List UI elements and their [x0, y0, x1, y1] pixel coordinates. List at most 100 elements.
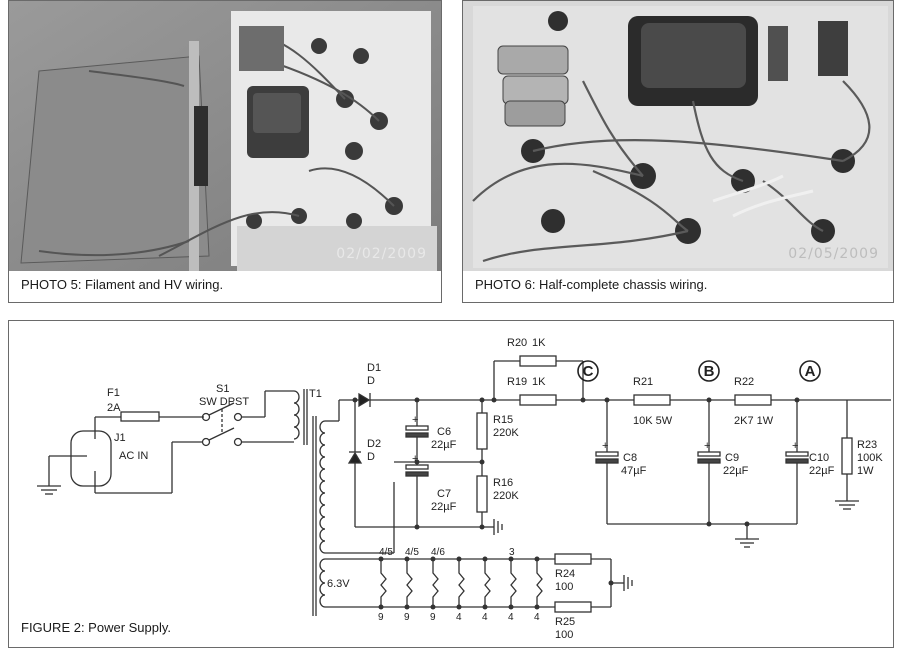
f1-ref-label: F1 [107, 387, 120, 399]
junction-dot [378, 604, 384, 610]
r22-value-label: 2K7 1W [734, 415, 774, 427]
resistor-r19-symbol [519, 394, 557, 406]
junction-dot [430, 556, 436, 562]
capacitor-c9-symbol [697, 451, 721, 457]
junction-dot [508, 604, 514, 610]
r22-ref-label: R22 [734, 376, 754, 388]
transformer-primary-coil [293, 390, 300, 440]
c7-ref-label: C7 [437, 488, 451, 500]
node-c-marker [577, 360, 599, 382]
r15-value-label: 220K [493, 427, 519, 439]
capacitor-c10-symbol [785, 451, 809, 457]
fuse-f1-symbol [120, 411, 160, 422]
diode-d1-symbol [358, 392, 371, 408]
photo-5-caption: PHOTO 5: Filament and HV wiring. [21, 277, 224, 292]
junction-dot [456, 604, 462, 610]
c6-value-label: 22µF [431, 439, 457, 451]
j1-value-label: AC IN [119, 450, 148, 462]
r16-ref-label: R16 [493, 477, 513, 489]
heater-filament [510, 559, 517, 607]
r20-ref-label: R20 [507, 337, 527, 349]
s1-value-label: SW DPST [199, 396, 249, 408]
transformer-hv-secondary-coil [319, 420, 326, 554]
r16-value-label: 220K [493, 490, 519, 502]
heater-filament [536, 559, 543, 607]
c7-value-label: 22µF [431, 501, 457, 513]
heater-bottom-pin-label: 4 [482, 612, 488, 623]
r19-ref-label: R19 [507, 376, 527, 388]
c10-value-label: 22µF [809, 465, 835, 477]
junction-dot [534, 556, 540, 562]
c7-plus-sign: + [412, 453, 418, 465]
resistor-r25-symbol [554, 601, 592, 613]
photo-6-date-stamp: 02/05/2009 [788, 246, 879, 262]
capacitor-c6-symbol [405, 425, 429, 431]
r19-value-label: 1K [532, 376, 546, 388]
c6-plus-sign: + [412, 414, 418, 426]
j1-ref-label: J1 [114, 432, 126, 444]
node-b-label: B [704, 363, 715, 380]
heater-filament [380, 559, 387, 607]
photo-6-image [463, 1, 893, 271]
resistor-r23-symbol [841, 437, 853, 475]
d2-ref-label: D2 [367, 438, 381, 450]
junction-dot [404, 604, 410, 610]
r15-ref-label: R15 [493, 414, 513, 426]
heater-top-pin-label: 3 [509, 547, 515, 558]
heater-top-pin-label: 4/5 [405, 547, 419, 558]
resistor-r20-symbol [519, 355, 557, 367]
c8-ref-label: C8 [623, 452, 637, 464]
c9-value-label: 22µF [723, 465, 749, 477]
c8-plus-sign: + [602, 440, 608, 452]
heater-top-pin-label: 4/5 [379, 547, 393, 558]
c9-ref-label: C9 [725, 452, 739, 464]
junction-dot [430, 604, 436, 610]
node-c-label: C [583, 363, 594, 380]
figure-2-caption: FIGURE 2: Power Supply. [21, 620, 172, 635]
c8-value-label: 47µF [621, 465, 647, 477]
resistor-r24-symbol [554, 553, 592, 565]
c6-ref-label: C6 [437, 426, 451, 438]
resistor-r22-symbol [734, 394, 772, 406]
heater-bottom-pin-label: 9 [378, 612, 384, 623]
capacitor-c7-symbol [405, 464, 429, 470]
heater-bottom-pin-label: 4 [508, 612, 514, 623]
photo-5-panel: 02/02/2009 PHOTO 5: Filament and HV wiri… [8, 0, 442, 303]
f1-value-label: 2A [107, 402, 121, 414]
heater-bottom-pin-label: 9 [404, 612, 410, 623]
heater-filament [406, 559, 413, 607]
heater-filament [458, 559, 465, 607]
photo-5-date-stamp: 02/02/2009 [336, 246, 427, 262]
r23-ref-label: R23 [857, 439, 877, 451]
junction-dot [534, 604, 540, 610]
r24-value-label: 100 [555, 581, 573, 593]
photo-6-panel: 02/05/2009 PHOTO 6: Half-complete chassi… [462, 0, 894, 303]
heater-filament [432, 559, 439, 607]
transformer-heater-coil [319, 558, 326, 608]
junction-dot [456, 556, 462, 562]
c10-plus-sign: + [792, 440, 798, 452]
s1-ref-label: S1 [216, 383, 229, 395]
heater-bottom-pin-label: 4 [534, 612, 540, 623]
junction-dot [482, 604, 488, 610]
junction-dot [404, 556, 410, 562]
node-a-label: A [805, 363, 816, 380]
r21-value-label: 10K 5W [633, 415, 673, 427]
c9-plus-sign: + [704, 440, 710, 452]
heater-top-pin-label: 4/6 [431, 547, 445, 558]
node-b-marker [698, 360, 720, 382]
junction-dot [508, 556, 514, 562]
resistor-r21-symbol [633, 394, 671, 406]
photo-5-image [9, 1, 441, 271]
node-a-marker [799, 360, 821, 382]
junction-dot [378, 556, 384, 562]
r25-value-label: 100 [555, 629, 573, 641]
d1-ref-label: D1 [367, 362, 381, 374]
heater-bottom-pin-label: 9 [430, 612, 436, 623]
junction-dot [482, 556, 488, 562]
d2-value-label: D [367, 451, 375, 463]
r23-value-label: 100K [857, 452, 883, 464]
capacitor-c8-symbol [595, 451, 619, 457]
